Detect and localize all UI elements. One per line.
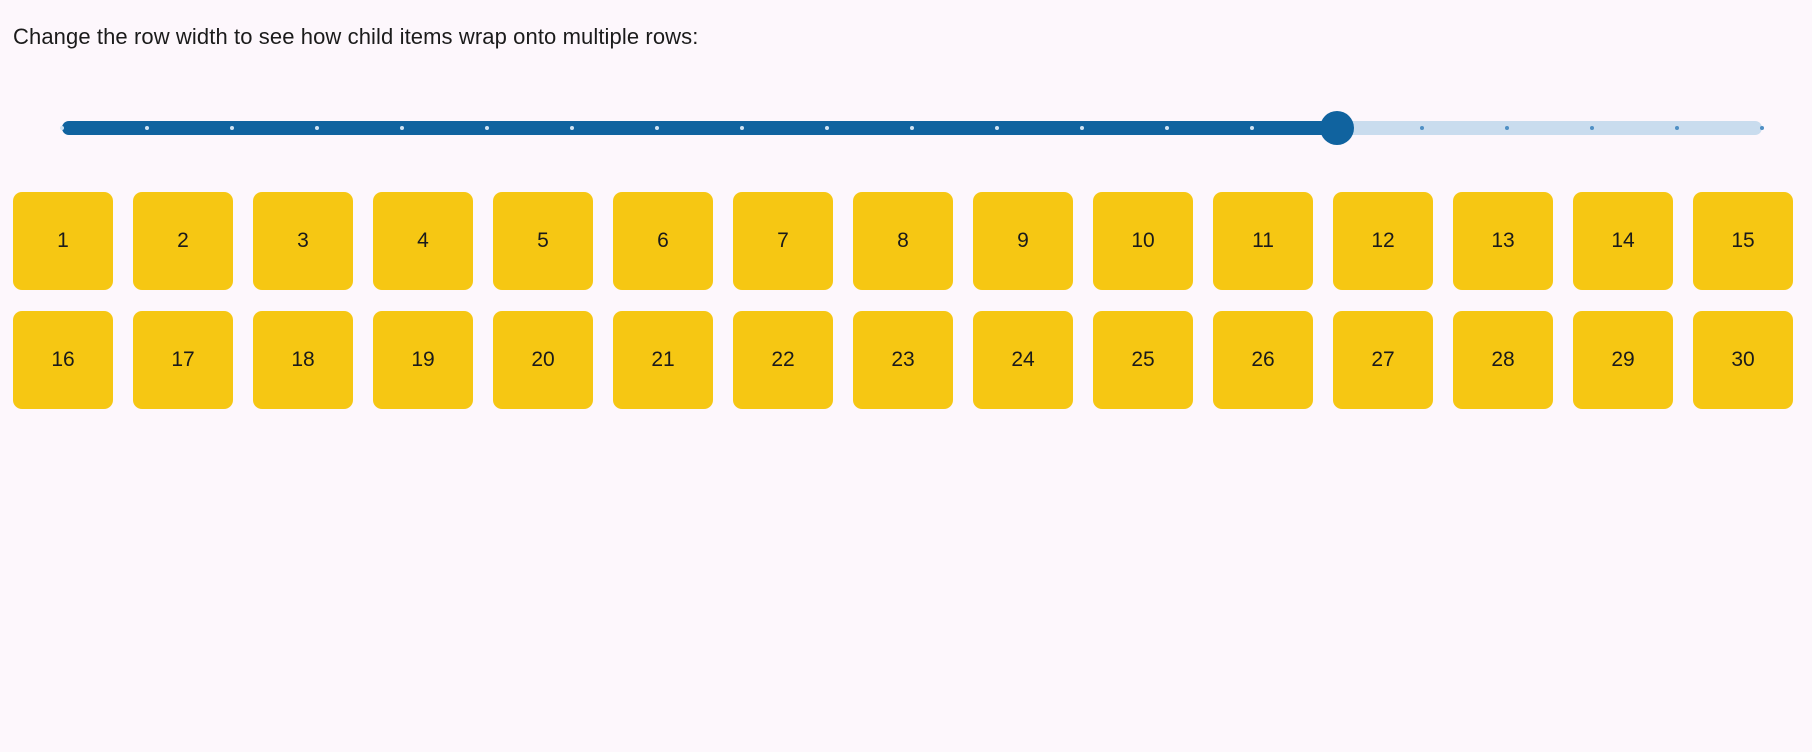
wrap-item: 6 — [613, 192, 713, 290]
wrap-item: 30 — [1693, 311, 1793, 409]
wrap-item: 18 — [253, 311, 353, 409]
wrap-item: 12 — [1333, 192, 1433, 290]
slider-tick — [1250, 126, 1254, 130]
slider-tick — [1590, 126, 1594, 130]
slider-tick — [1165, 126, 1169, 130]
slider-tick — [60, 126, 64, 130]
wrap-item: 28 — [1453, 311, 1553, 409]
wrap-item: 21 — [613, 311, 713, 409]
wrap-item: 20 — [493, 311, 593, 409]
wrap-item: 3 — [253, 192, 353, 290]
slider-tick-marks — [60, 121, 1764, 135]
slider-tick — [570, 126, 574, 130]
wrap-item: 4 — [373, 192, 473, 290]
wrap-item: 2 — [133, 192, 233, 290]
wrap-item: 1 — [13, 192, 113, 290]
wrap-item: 14 — [1573, 192, 1673, 290]
wrap-item: 26 — [1213, 311, 1313, 409]
wrap-item: 27 — [1333, 311, 1433, 409]
wrap-item: 17 — [133, 311, 233, 409]
wrap-item: 22 — [733, 311, 833, 409]
wrap-item: 5 — [493, 192, 593, 290]
slider-tick — [1080, 126, 1084, 130]
slider-fill — [62, 121, 1337, 135]
slider-tick — [145, 126, 149, 130]
wrap-item: 15 — [1693, 192, 1793, 290]
wrap-item: 8 — [853, 192, 953, 290]
wrap-item: 16 — [13, 311, 113, 409]
wrap-item: 19 — [373, 311, 473, 409]
page-title: Change the row width to see how child it… — [13, 24, 699, 49]
slider-tick — [1420, 126, 1424, 130]
wrap-item: 7 — [733, 192, 833, 290]
slider-tick — [825, 126, 829, 130]
wrap-item: 25 — [1093, 311, 1193, 409]
slider-thumb[interactable] — [1320, 111, 1354, 145]
slider-tick — [1760, 126, 1764, 130]
wrap-item: 24 — [973, 311, 1073, 409]
row-width-slider[interactable] — [60, 104, 1764, 152]
wrap-item: 10 — [1093, 192, 1193, 290]
slider-tick — [400, 126, 404, 130]
wrap-item: 23 — [853, 311, 953, 409]
slider-tick — [485, 126, 489, 130]
wrap-item: 9 — [973, 192, 1073, 290]
slider-tick — [315, 126, 319, 130]
wrap-item: 29 — [1573, 311, 1673, 409]
wrap-item: 13 — [1453, 192, 1553, 290]
slider-tick — [995, 126, 999, 130]
slider-tick — [655, 126, 659, 130]
slider-tick — [1505, 126, 1509, 130]
slider-tick — [1675, 126, 1679, 130]
slider-tick — [910, 126, 914, 130]
slider-tick — [740, 126, 744, 130]
wrap-item: 11 — [1213, 192, 1313, 290]
slider-tick — [230, 126, 234, 130]
